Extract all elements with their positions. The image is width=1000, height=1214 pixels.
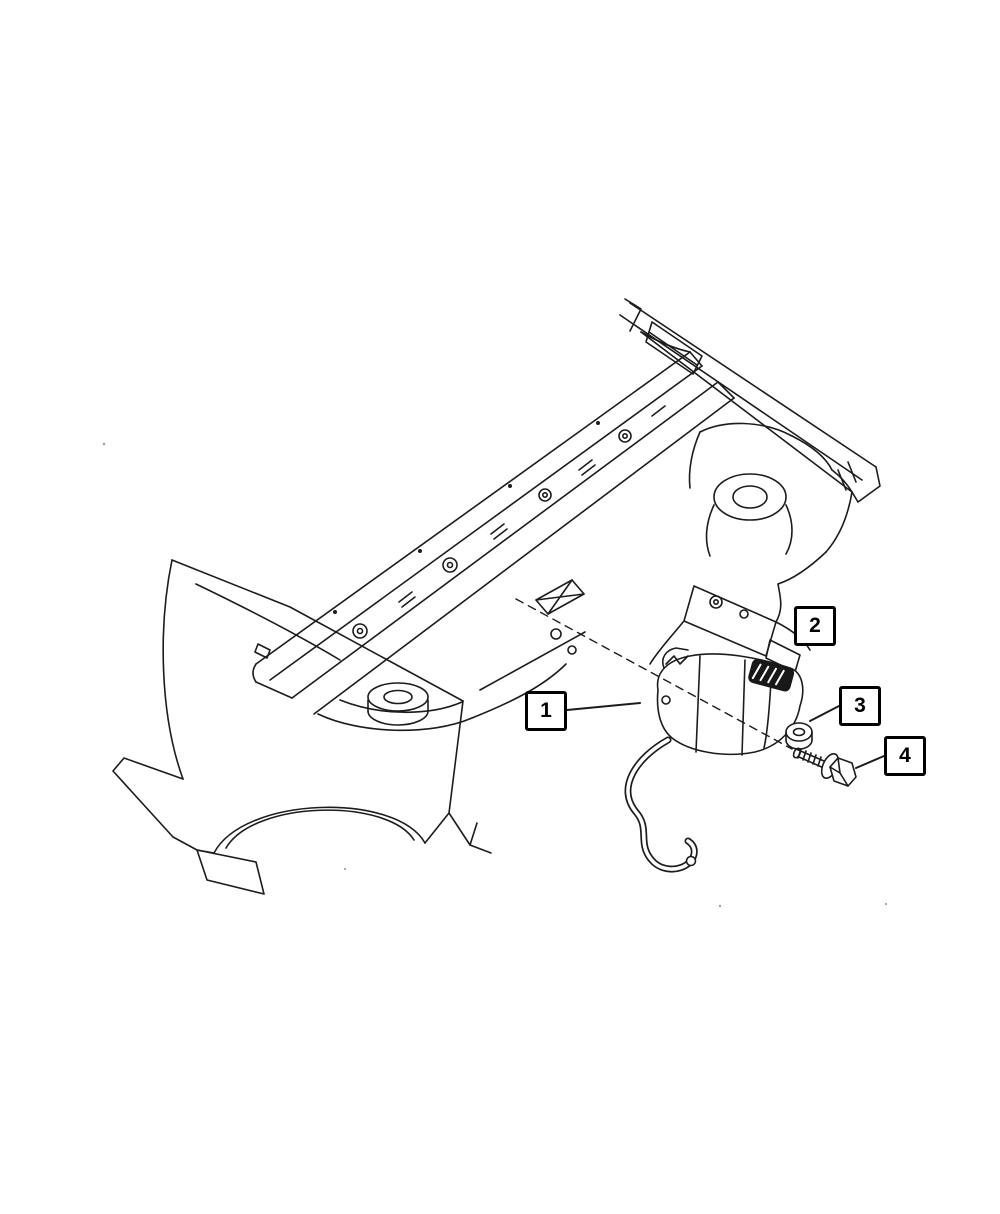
washer-reservoir [656, 647, 804, 756]
engine-bay-details [317, 579, 586, 732]
left-fender [112, 559, 492, 895]
reservoir-filler-cap [748, 659, 795, 692]
callout-1[interactable]: 1 [525, 691, 567, 731]
callout-leader-lines [566, 702, 885, 769]
leader-line-4 [855, 755, 885, 769]
callout-2[interactable]: 2 [794, 606, 836, 646]
leader-line-3 [809, 705, 840, 722]
assembly-axis-line [515, 598, 793, 750]
mounting-screw [792, 747, 857, 787]
print-speckles [102, 442, 888, 908]
callout-3[interactable]: 3 [839, 686, 881, 726]
reservoir-hose [624, 736, 698, 873]
windshield-base-lines [619, 298, 881, 503]
leader-line-1 [566, 702, 641, 711]
callout-4[interactable]: 4 [884, 736, 926, 776]
mounting-nut [785, 722, 813, 750]
right-inner-fender [649, 422, 853, 673]
cowl-grille-panel [252, 351, 735, 715]
